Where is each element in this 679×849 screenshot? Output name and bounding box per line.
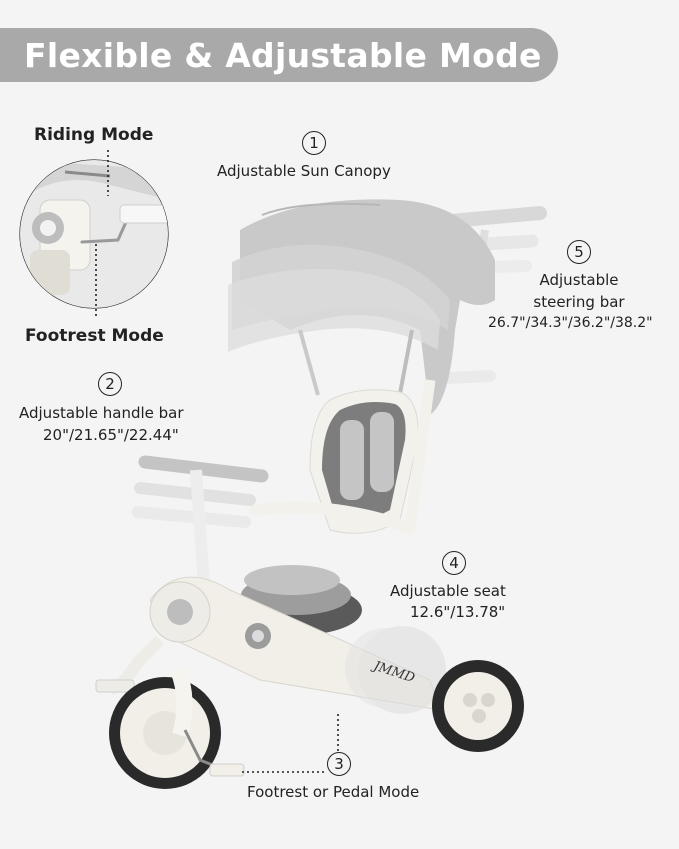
feature-2-number: 2 <box>98 372 122 396</box>
riding-mode-label: Riding Mode <box>34 125 154 145</box>
page-title: Flexible & Adjustable Mode <box>24 35 542 75</box>
feature-1-number: 1 <box>302 131 326 155</box>
feature-5-label-2: steering bar <box>533 293 625 311</box>
feature-4-label: Adjustable seat <box>390 582 506 600</box>
feature-5-label: Adjustable <box>539 271 619 289</box>
rear-wheel <box>432 660 524 752</box>
feature-4-number: 4 <box>442 551 466 575</box>
feature-1-label: Adjustable Sun Canopy <box>217 162 391 180</box>
feature-3-label: Footrest or Pedal Mode <box>247 783 420 801</box>
feature-3-number: 3 <box>327 752 351 776</box>
front-wheel <box>109 667 245 789</box>
sun-canopy <box>228 199 495 421</box>
feature-2-label: Adjustable handle bar <box>19 404 184 422</box>
footrest-inset <box>19 150 169 318</box>
footrest-mode-label: Footrest Mode <box>25 326 164 346</box>
feature-2-value: 20"/21.65"/22.44" <box>43 426 179 444</box>
feature-5-number: 5 <box>567 240 591 264</box>
title-banner: Flexible & Adjustable Mode <box>0 28 558 82</box>
rear-wheels-ghost <box>345 626 446 714</box>
parent-handle <box>249 379 436 534</box>
seat-back <box>309 389 419 534</box>
feature-5-value: 26.7"/34.3"/36.2"/38.2" <box>488 315 653 331</box>
feature-4-value: 12.6"/13.78" <box>410 603 506 621</box>
